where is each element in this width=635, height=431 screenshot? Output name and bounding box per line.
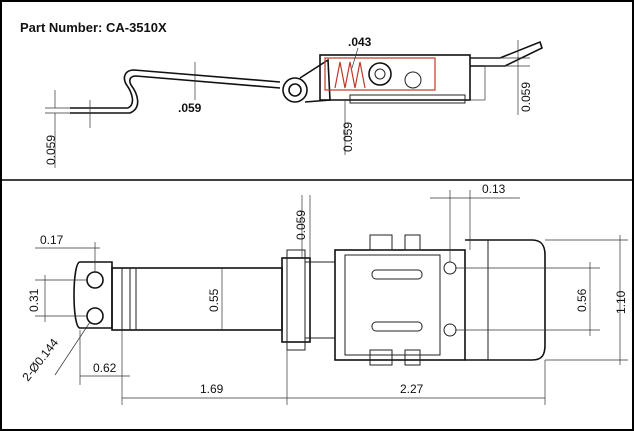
catch-tab-bottom-left (369, 349, 393, 366)
dim-hole-offset: 0.17 (40, 233, 64, 247)
dim-hole-callout: 2-Ø0.144 (19, 336, 61, 384)
catch-tab-top-left (369, 234, 393, 251)
dim-hole-leader (54, 321, 91, 376)
catch-slot-bottom (371, 321, 423, 332)
strike-plate (465, 239, 546, 361)
hinge-pin (286, 249, 306, 351)
dim-strap-thickness: 0.059 (294, 210, 308, 240)
mount-hole-top (86, 271, 104, 289)
side-hinge-outer (282, 77, 308, 103)
hinge-block (281, 257, 311, 343)
part-number-title: Part Number: CA-3510X (20, 20, 167, 35)
dim-spring-leader (351, 47, 359, 69)
spring-coil (334, 61, 366, 89)
catch-rivet-bottom (443, 323, 457, 337)
dim-center-thickness: .059 (178, 101, 202, 115)
catch-tab-bottom-right (404, 349, 421, 366)
side-roller-pin (374, 68, 386, 80)
side-bend-outer (123, 69, 281, 109)
side-roller (368, 62, 392, 86)
mount-hole-bottom (86, 307, 104, 325)
side-base-plate (349, 94, 466, 104)
side-bend-inner (129, 75, 281, 114)
side-lever-arm (299, 58, 331, 103)
dim-mid-thickness: 0.059 (341, 122, 355, 152)
side-hinge-inner (288, 83, 302, 97)
dim-catch-height: 1.10 (614, 290, 628, 314)
catch-tab-top-right (404, 234, 421, 251)
side-cam (404, 71, 422, 89)
mount-plate (73, 261, 113, 329)
side-profile-view (45, 40, 543, 168)
catch-rivet-top (443, 261, 457, 275)
catch-body (334, 249, 466, 361)
dim-hinge-offset: 0.13 (482, 182, 506, 196)
dim-catch-inner: 0.56 (575, 288, 589, 312)
dim-right-thickness: 0.059 (519, 82, 533, 112)
catch-slot-top (371, 269, 423, 280)
dim-hole-spacing: 0.31 (27, 288, 41, 312)
plan-view (35, 190, 628, 405)
dim-left-thickness: 0.059 (44, 135, 58, 165)
strap (111, 267, 283, 331)
dim-overall-right: 2.27 (400, 382, 424, 396)
dim-mount-length: 0.62 (93, 361, 117, 375)
dim-overall-left: 1.69 (200, 382, 224, 396)
dim-strap-width: 0.55 (207, 288, 221, 312)
side-hook (470, 40, 543, 67)
dim-spring-gauge: .043 (348, 35, 372, 49)
spring-highlight-box (324, 57, 436, 91)
